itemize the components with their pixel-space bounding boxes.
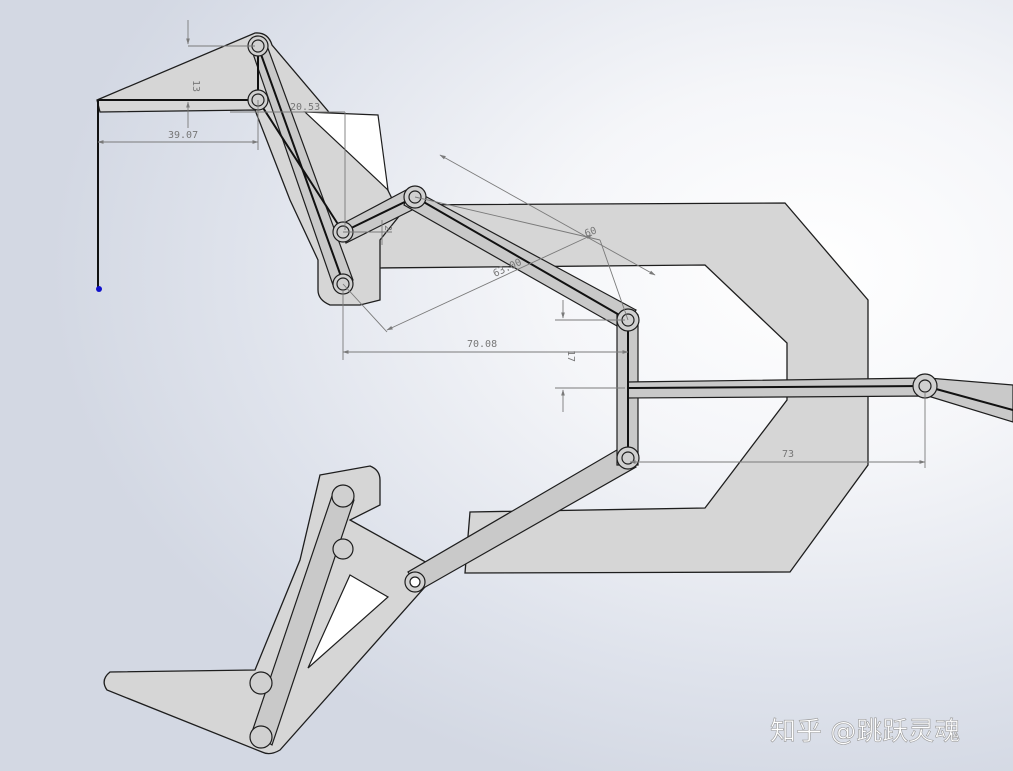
dimension-label[interactable]: 17 [565, 350, 576, 362]
dimension-label[interactable]: 39.07 [168, 130, 198, 141]
dimension-label[interactable]: 2 [382, 225, 393, 231]
dimension-label[interactable]: 70.08 [467, 339, 497, 350]
dimension-lines [97, 20, 926, 468]
dimension-label[interactable]: 20.53 [290, 102, 320, 113]
lower-jaw-cutout [307, 574, 390, 669]
dimension-label[interactable]: 60 [583, 225, 598, 239]
c-frame[interactable] [374, 202, 869, 574]
watermark: 知乎 @跳跃灵魂 [770, 717, 960, 747]
sketch-endpoint[interactable] [96, 286, 102, 292]
dimension-label[interactable]: 13 [190, 80, 201, 92]
dimension-label[interactable]: 73 [782, 449, 794, 460]
upper-jaw-cutout [303, 111, 389, 192]
lower-jaw[interactable] [103, 465, 442, 755]
upper-jaw[interactable] [96, 32, 401, 306]
